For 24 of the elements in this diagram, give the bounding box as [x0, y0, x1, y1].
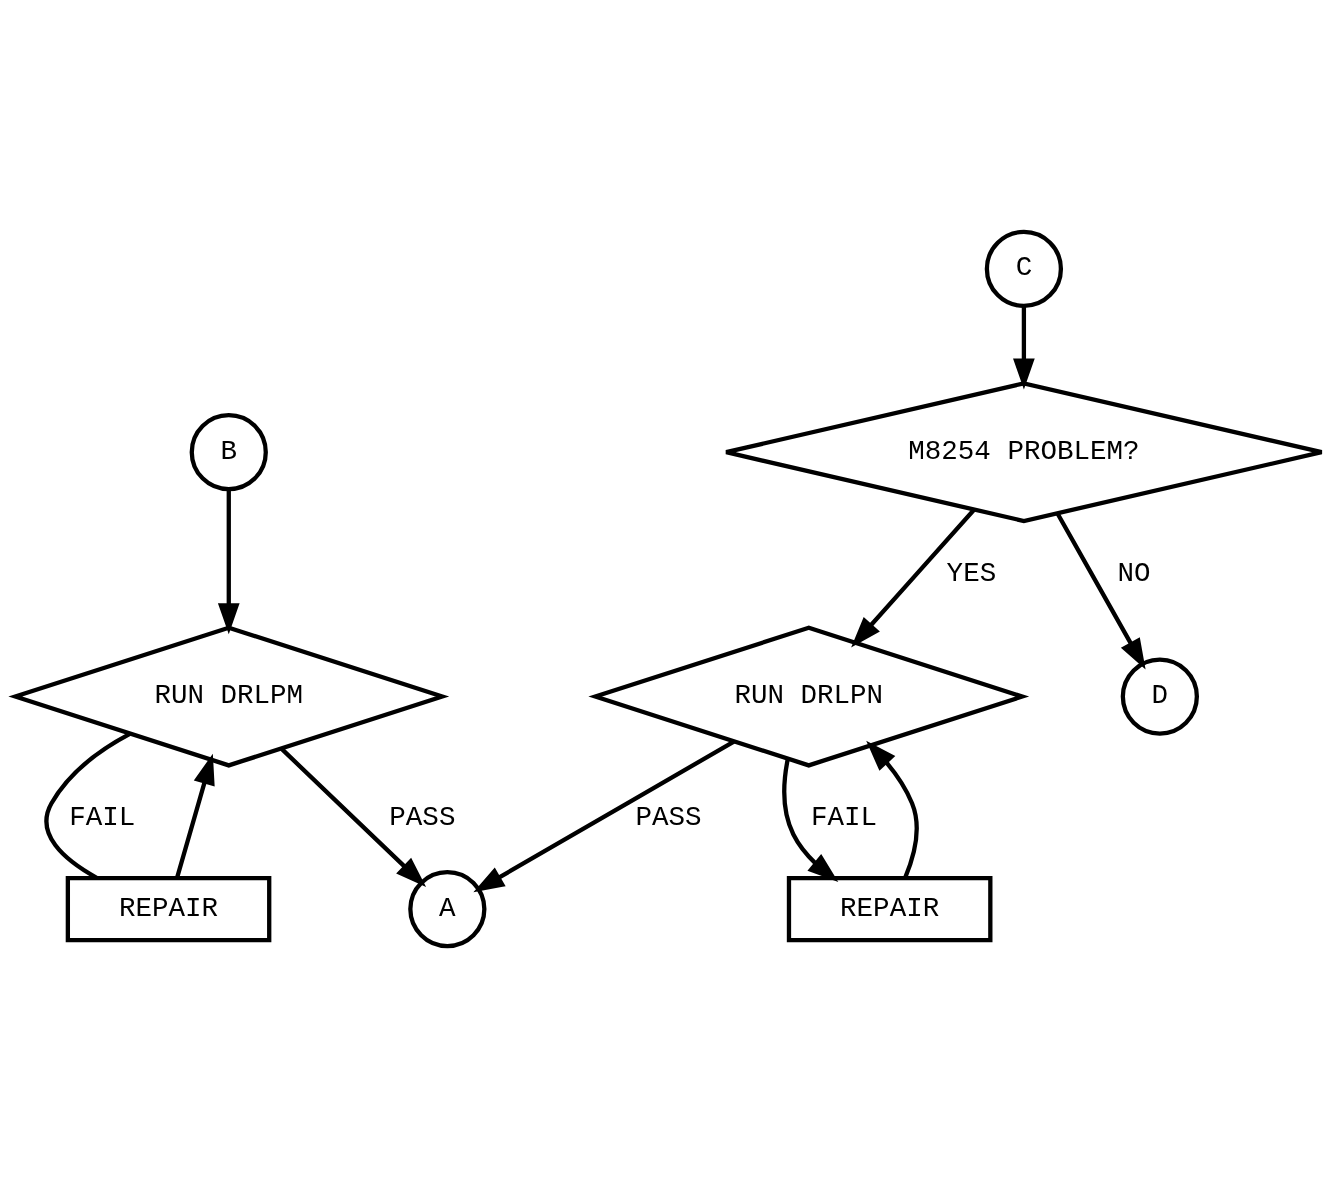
edge-label: FAIL: [69, 801, 136, 833]
node-circle: D: [1120, 656, 1199, 736]
edge-label: PASS: [389, 801, 456, 833]
node-diamond: RUN DRLPN: [588, 624, 1030, 768]
arrow: [851, 507, 976, 647]
arrow: [217, 488, 240, 634]
edge-label: FAIL: [811, 801, 878, 833]
node-diamond: RUN DRLPM: [8, 624, 450, 768]
node-circle: C: [984, 229, 1064, 308]
arrow: [473, 739, 735, 892]
arrow: [174, 753, 215, 879]
arrow: [782, 758, 839, 882]
edge-label: YES: [946, 557, 997, 589]
arrow: [1013, 305, 1035, 389]
edge-label: NO: [1117, 557, 1151, 589]
node-circle: A: [408, 869, 487, 948]
edge-label: PASS: [635, 801, 702, 833]
arrow: [280, 746, 427, 887]
arrow: [1055, 511, 1146, 670]
node-box: REPAIR: [786, 875, 993, 942]
node-circle: B: [189, 412, 268, 491]
node-diamond: M8254 PROBLEM?: [724, 380, 1324, 523]
node-box: REPAIR: [65, 875, 272, 942]
arrow: [866, 740, 919, 879]
